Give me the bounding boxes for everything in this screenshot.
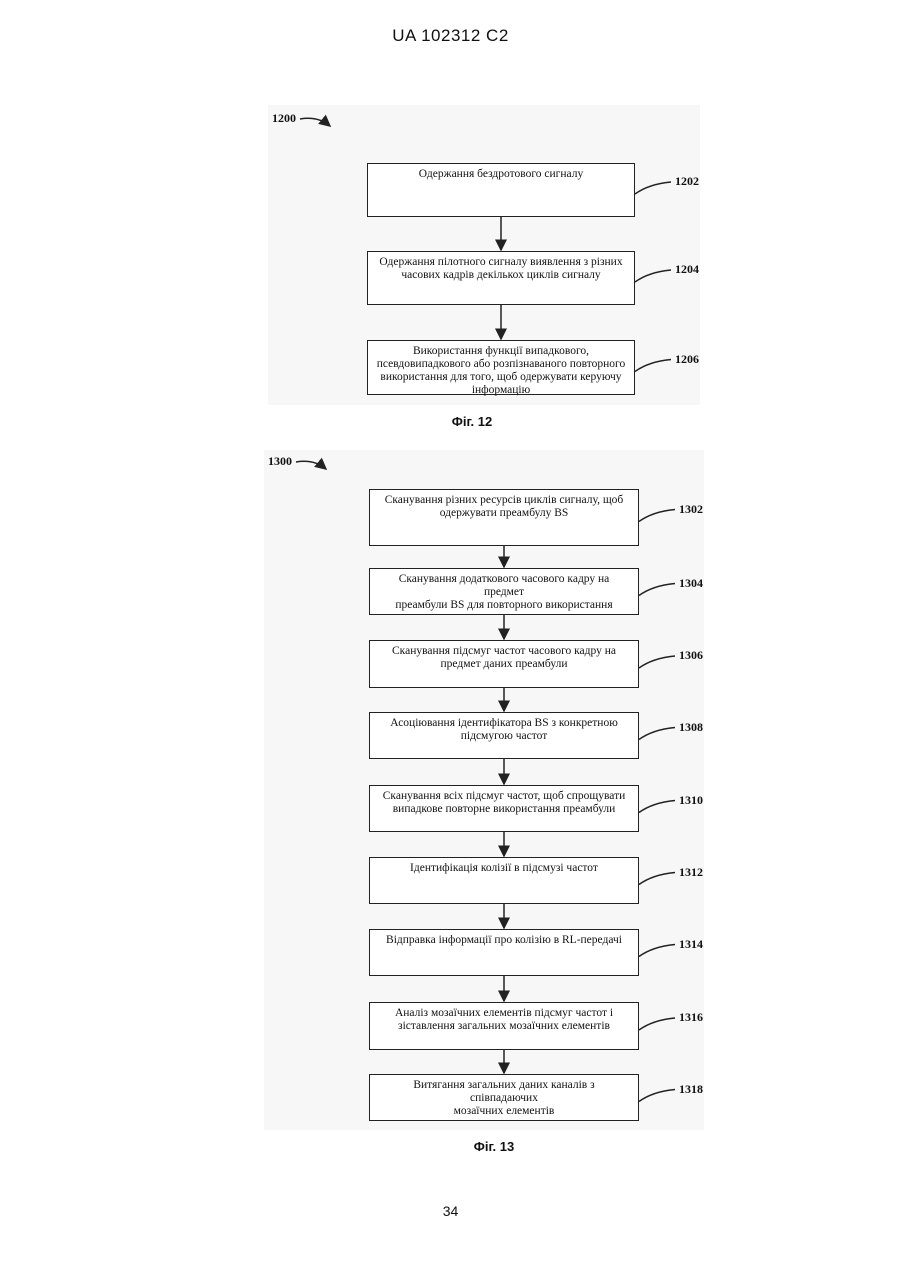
step-text-line: Витягання загальних даних каналів з спів… (378, 1079, 630, 1105)
step-text-line: Аналіз мозаїчних елементів підсмуг часто… (378, 1007, 630, 1020)
step-text-line: Асоціювання ідентифікатора BS з конкретн… (378, 717, 630, 730)
step-text-line: Сканування всіх підсмуг частот, щоб спро… (378, 790, 630, 803)
step-box-1318: Витягання загальних даних каналів з спів… (369, 1074, 639, 1121)
step-box-1302: Сканування різних ресурсів циклів сигнал… (369, 489, 639, 546)
leader-line-1204 (635, 270, 671, 282)
step-box-1316: Аналіз мозаїчних елементів підсмуг часто… (369, 1002, 639, 1050)
step-text-line: Одержання пілотного сигналу виявлення з … (376, 256, 626, 269)
step-text-line: зіставлення загальних мозаїчних елементі… (378, 1020, 630, 1033)
leader-line-1318 (639, 1090, 675, 1102)
step-box-1310: Сканування всіх підсмуг частот, щоб спро… (369, 785, 639, 832)
step-ref-1308: 1308 (679, 720, 703, 735)
leader-line-1206 (635, 360, 671, 372)
step-text-line: преамбули BS для повторного використання (378, 599, 630, 612)
step-box-1308: Асоціювання ідентифікатора BS з конкретн… (369, 712, 639, 759)
step-text-line: псевдовипадкового або розпізнаваного пов… (376, 358, 626, 371)
step-box-1312: Ідентифікація колізії в підсмузі частот (369, 857, 639, 904)
step-ref-1310: 1310 (679, 793, 703, 808)
step-box-1304: Сканування додаткового часового кадру на… (369, 568, 639, 615)
leader-line-1302 (639, 510, 675, 522)
page-number: 34 (0, 1203, 901, 1219)
step-ref-1306: 1306 (679, 648, 703, 663)
step-text-line: Одержання бездротового сигналу (376, 168, 626, 181)
step-ref-1316: 1316 (679, 1010, 703, 1025)
step-text-line: Сканування додаткового часового кадру на… (378, 573, 630, 599)
step-text-line: Відправка інформації про колізію в RL-пе… (378, 934, 630, 947)
step-box-1204: Одержання пілотного сигналу виявлення з … (367, 251, 635, 305)
step-ref-1206: 1206 (675, 352, 699, 367)
step-ref-1314: 1314 (679, 937, 703, 952)
step-box-1202: Одержання бездротового сигналу (367, 163, 635, 217)
step-text-line: мозаїчних елементів (378, 1105, 630, 1118)
step-ref-1302: 1302 (679, 502, 703, 517)
step-box-1314: Відправка інформації про колізію в RL-пе… (369, 929, 639, 976)
leader-line-1314 (639, 945, 675, 957)
leader-line-1202 (635, 182, 671, 194)
step-text-line: інформацію (376, 384, 626, 397)
step-text-line: Сканування підсмуг частот часового кадру… (378, 645, 630, 658)
leader-line-1304 (639, 584, 675, 596)
step-text-line: часових кадрів декількох циклів сигналу (376, 269, 626, 282)
step-box-1306: Сканування підсмуг частот часового кадру… (369, 640, 639, 688)
step-text-line: випадкове повторне використання преамбул… (378, 803, 630, 816)
step-ref-1312: 1312 (679, 865, 703, 880)
diagram-ref-1300: 1300 (268, 454, 292, 469)
step-text-line: одержувати преамбулу BS (378, 507, 630, 520)
step-ref-1204: 1204 (675, 262, 699, 277)
step-text-line: використання для того, щоб одержувати ке… (376, 371, 626, 384)
step-box-1206: Використання функції випадкового,псевдов… (367, 340, 635, 395)
step-text-line: Ідентифікація колізії в підсмузі частот (378, 862, 630, 875)
leader-line-1312 (639, 873, 675, 885)
figure-13-caption: Фіг. 13 (434, 1139, 554, 1154)
leader-line-1316 (639, 1018, 675, 1030)
leader-line-1310 (639, 801, 675, 813)
step-ref-1318: 1318 (679, 1082, 703, 1097)
leader-line-1306 (639, 656, 675, 668)
diagram-ref-1200: 1200 (272, 111, 296, 126)
leader-line-1308 (639, 728, 675, 740)
step-text-line: Сканування різних ресурсів циклів сигнал… (378, 494, 630, 507)
step-text-line: підсмугою частот (378, 730, 630, 743)
diagram-1200-pointer (300, 118, 330, 126)
step-text-line: Використання функції випадкового, (376, 345, 626, 358)
step-ref-1202: 1202 (675, 174, 699, 189)
diagram-1300-pointer (296, 461, 326, 469)
step-text-line: предмет даних преамбули (378, 658, 630, 671)
step-ref-1304: 1304 (679, 576, 703, 591)
figure-12-caption: Фіг. 12 (412, 414, 532, 429)
